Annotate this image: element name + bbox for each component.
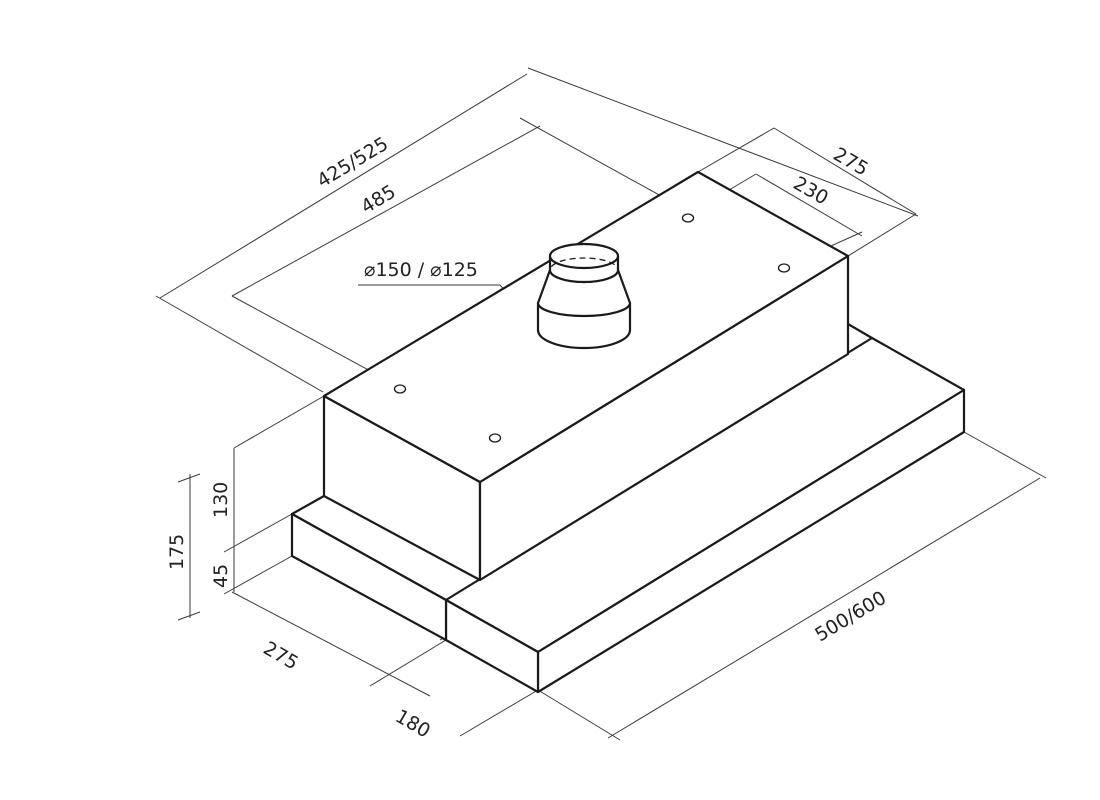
mounting-hole bbox=[681, 213, 695, 223]
dim-width-outer: 425/525 bbox=[313, 133, 392, 193]
dim-duct-diameter: ⌀150 / ⌀125 bbox=[364, 259, 478, 281]
dim-height-panel: 45 bbox=[210, 564, 232, 588]
mounting-hole bbox=[777, 263, 791, 273]
dim-height-total: 175 bbox=[166, 534, 188, 570]
dim-width-inner: 485 bbox=[357, 181, 399, 219]
dim-length-bottom: 500/600 bbox=[811, 587, 890, 647]
dim-depth-extension: 180 bbox=[392, 705, 434, 742]
dim-depth-bottom: 275 bbox=[260, 637, 302, 674]
mounting-hole bbox=[393, 384, 407, 394]
mounting-hole bbox=[488, 433, 502, 443]
dim-height-body: 130 bbox=[210, 482, 232, 518]
duct-connector bbox=[536, 242, 632, 350]
mounting-holes bbox=[393, 213, 791, 443]
dim-depth-top-inner: 230 bbox=[790, 172, 832, 209]
